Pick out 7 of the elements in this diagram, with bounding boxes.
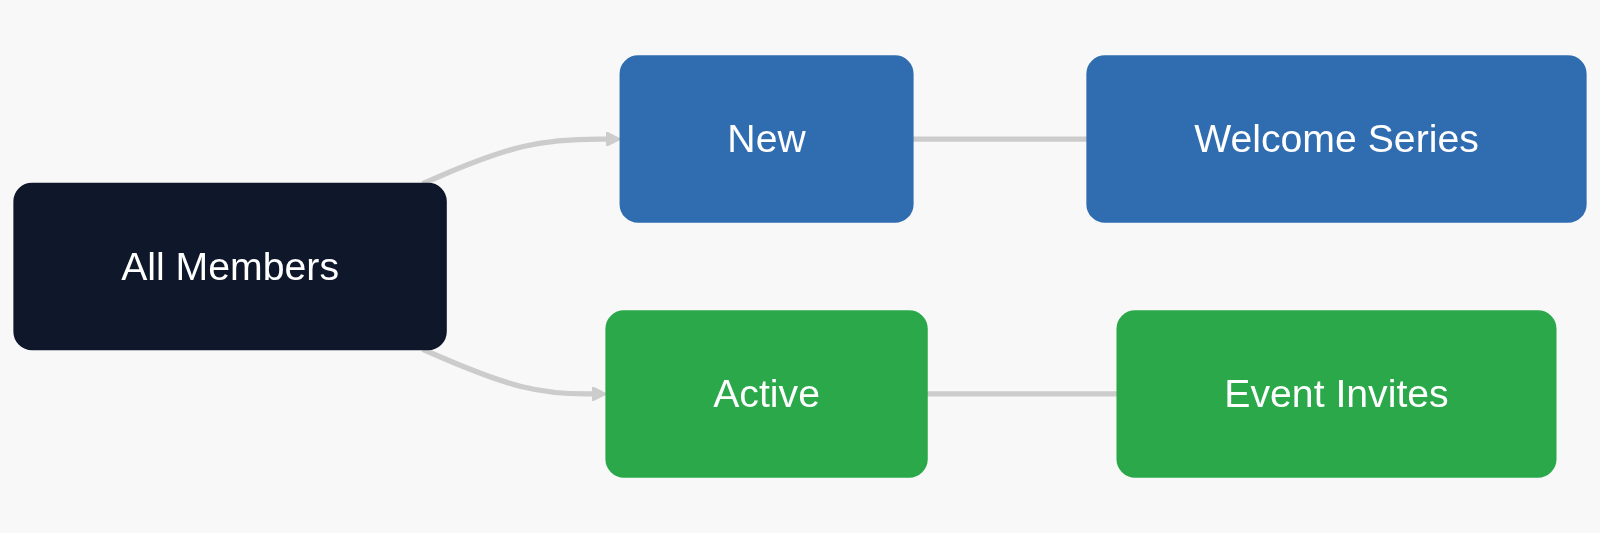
node-box: Active [605, 310, 928, 478]
node-box: Welcome Series [1086, 55, 1587, 223]
node-box: Event Invites [1116, 310, 1557, 478]
connector [926, 391, 1118, 397]
connector [912, 136, 1088, 142]
node-box: All Members [13, 182, 447, 351]
node-box: New [619, 55, 914, 223]
